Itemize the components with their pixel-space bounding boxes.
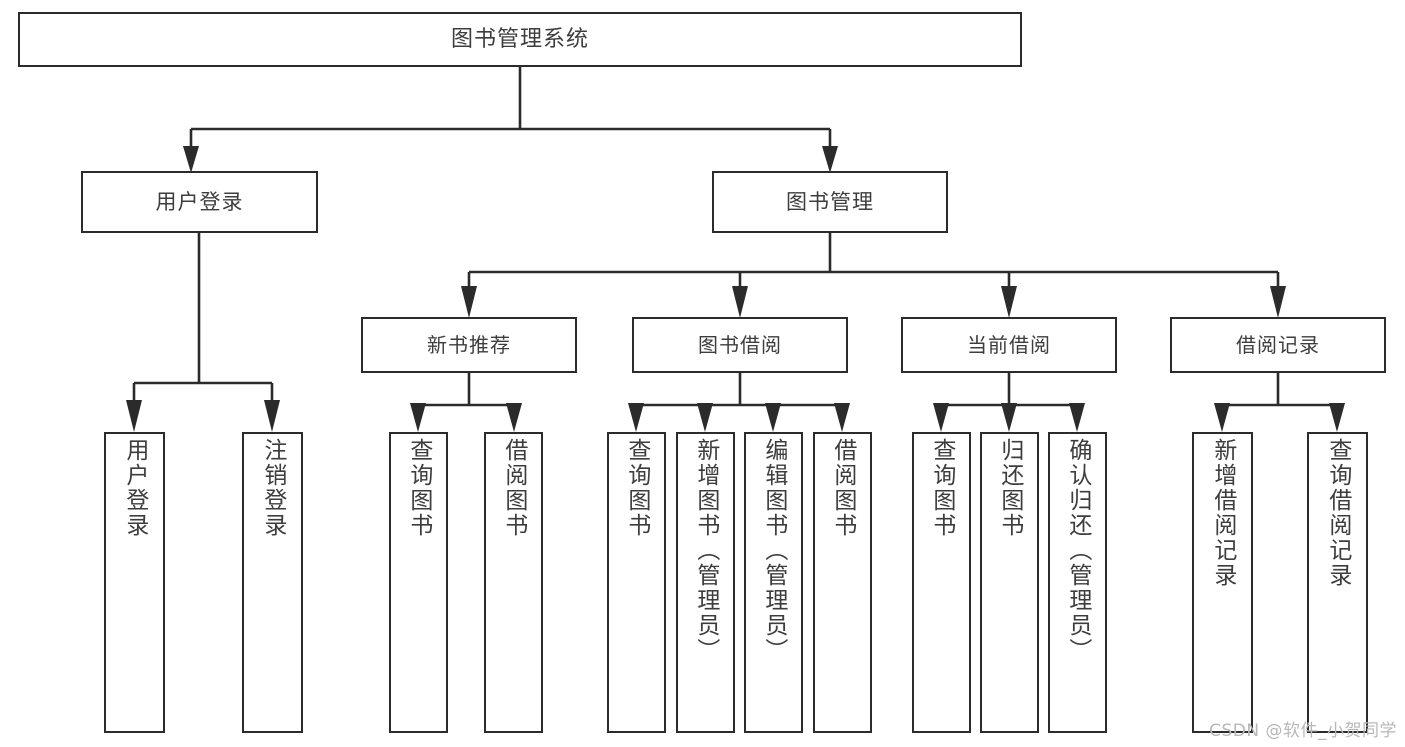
leaf-add-borrow-record[interactable]: 新增借阅记录	[1192, 432, 1253, 733]
leaf-label: 新增图书（管理员）	[692, 438, 719, 663]
leaf-label: 注销登录	[259, 438, 286, 538]
leaf-label: 查询借阅记录	[1324, 438, 1351, 588]
node-book-management[interactable]: 图书管理	[712, 171, 948, 233]
leaf-label: 借阅图书	[500, 438, 527, 538]
node-label: 用户登录	[155, 189, 244, 214]
node-label: 新书推荐	[427, 333, 511, 357]
leaf-edit-book-admin[interactable]: 编辑图书（管理员）	[744, 432, 803, 733]
leaf-return-book[interactable]: 归还图书	[980, 432, 1039, 733]
node-label: 图书借阅	[698, 333, 782, 357]
leaf-query-book-current[interactable]: 查询图书	[912, 432, 971, 733]
leaf-label: 查询图书	[928, 438, 955, 538]
leaf-label: 查询图书	[405, 438, 432, 538]
leaf-label: 确认归还（管理员）	[1064, 438, 1091, 663]
leaf-borrow-book[interactable]: 借阅图书	[813, 432, 872, 733]
node-book-borrow[interactable]: 图书借阅	[632, 317, 848, 373]
node-new-book-recommend[interactable]: 新书推荐	[361, 317, 577, 373]
leaf-label: 查询图书	[623, 438, 650, 538]
node-label: 图书管理	[786, 189, 874, 214]
leaf-label: 借阅图书	[829, 438, 856, 538]
leaf-logout-login[interactable]: 注销登录	[242, 432, 303, 733]
leaf-query-book-recommend[interactable]: 查询图书	[389, 432, 448, 733]
node-borrow-record[interactable]: 借阅记录	[1170, 317, 1386, 373]
node-root-system[interactable]: 图书管理系统	[18, 12, 1022, 67]
leaf-query-borrow-record[interactable]: 查询借阅记录	[1307, 432, 1368, 733]
leaf-label: 新增借阅记录	[1209, 438, 1236, 588]
leaf-confirm-return-admin[interactable]: 确认归还（管理员）	[1048, 432, 1107, 733]
leaf-query-book-borrow[interactable]: 查询图书	[607, 432, 666, 733]
node-label: 当前借阅	[967, 333, 1051, 357]
node-current-borrow[interactable]: 当前借阅	[901, 317, 1117, 373]
node-user-login[interactable]: 用户登录	[81, 171, 318, 233]
node-label: 借阅记录	[1236, 333, 1320, 357]
node-label: 图书管理系统	[450, 26, 589, 52]
leaf-user-login[interactable]: 用户登录	[104, 432, 165, 733]
leaf-label: 用户登录	[121, 438, 148, 538]
leaf-add-book-admin[interactable]: 新增图书（管理员）	[676, 432, 735, 733]
leaf-borrow-book-recommend[interactable]: 借阅图书	[484, 432, 543, 733]
leaf-label: 归还图书	[996, 438, 1023, 538]
leaf-label: 编辑图书（管理员）	[760, 438, 787, 663]
